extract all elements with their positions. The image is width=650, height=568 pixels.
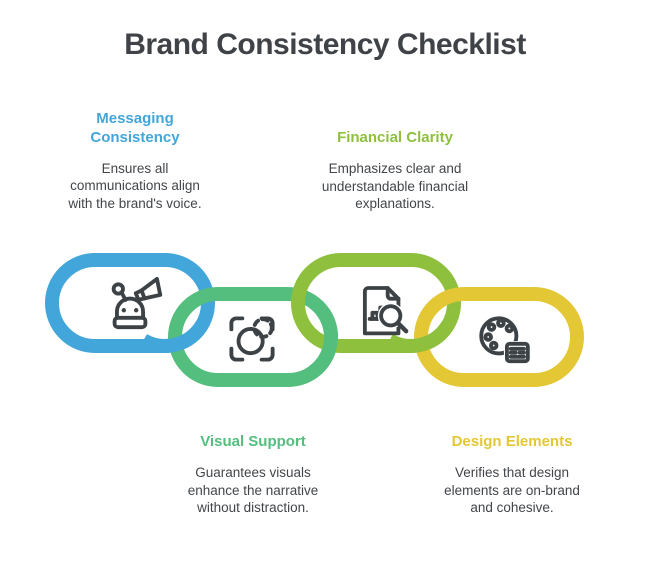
- item-title: Messaging Consistency: [90, 110, 180, 146]
- palette-card-icon: [479, 316, 531, 364]
- item-label-visual-support: Visual Support Guarantees visuals enhanc…: [174, 433, 332, 517]
- chain-link-overlap: [308, 308, 338, 378]
- robot-megaphone-icon: [111, 276, 163, 330]
- item-description: Ensures all communications align with th…: [68, 160, 202, 212]
- chain-link-messaging: [45, 253, 215, 353]
- item-label-design-elements: Design Elements Verifies that design ele…: [433, 433, 591, 517]
- item-title: Financial Clarity: [337, 129, 453, 146]
- focus-frame-icon: [229, 316, 275, 362]
- chain-link-design: [414, 287, 584, 387]
- chain-link-financial: [291, 253, 461, 353]
- item-description: Emphasizes clear and understandable fina…: [321, 160, 469, 212]
- chain-link-overlap: [386, 320, 455, 353]
- item-title: Visual Support: [200, 433, 306, 450]
- item-label-messaging-consistency: Messaging Consistency Ensures all commun…: [60, 110, 210, 213]
- item-description: Guarantees visuals enhance the narrative…: [187, 464, 319, 516]
- item-label-financial-clarity: Financial Clarity Emphasizes clear and u…: [316, 129, 474, 213]
- item-title: Design Elements: [451, 433, 573, 450]
- page-title: Brand Consistency Checklist: [124, 28, 526, 61]
- document-chart-magnifier-icon: [362, 286, 409, 336]
- item-description: Verifies that design elements are on-bra…: [444, 464, 580, 516]
- chain-link-overlap: [140, 320, 209, 353]
